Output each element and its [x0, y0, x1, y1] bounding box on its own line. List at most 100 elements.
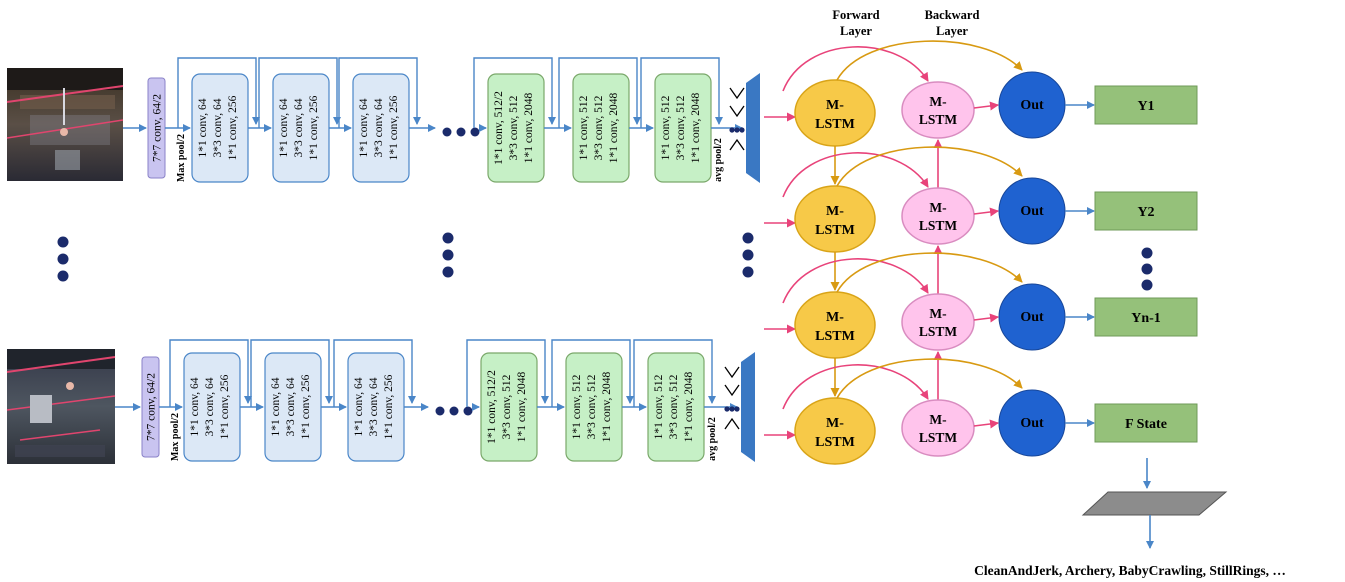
blue-block-line: 3*3 conv, 64: [212, 98, 224, 157]
blue-block-line: 1*1 conv, 256: [388, 95, 400, 160]
backward-mlstm-node: [901, 187, 975, 245]
avg-pool-label: avg pool/2: [707, 417, 718, 461]
backward-to-out-arrow: [973, 207, 999, 217]
blue-block-line: 1*1 conv, 256: [308, 95, 320, 160]
forward-skip-arrow: [782, 46, 929, 92]
forward-mlstm-node: [794, 79, 876, 147]
skip-connection: [250, 339, 333, 407]
forward-skip-arrow: [782, 258, 929, 304]
max-pool-label: Max pool/2: [176, 134, 187, 182]
ellipsis-dot: [729, 406, 735, 412]
green-block-line: 1*1 conv, 512/2: [486, 370, 498, 444]
mlstm-label: M-: [826, 98, 844, 113]
feature-vector: [741, 352, 755, 462]
skip-connection: [633, 339, 716, 407]
green-block-line: 1*1 conv, 512: [653, 374, 665, 439]
ellipsis-dot: [739, 127, 745, 133]
green-block-line: 1*1 conv, 2048: [690, 93, 702, 164]
skip-connection: [473, 57, 556, 128]
blue-block-line: 3*3 conv, 64: [293, 98, 305, 157]
forward-to-out-arrow: [836, 146, 1023, 187]
ellipsis-dot: [442, 127, 452, 137]
blue-block-line: 1*1 conv, 64: [189, 377, 201, 436]
forward-to-out-arrow: [836, 252, 1023, 293]
avg-pool-label: avg pool/2: [713, 138, 724, 182]
green-block-line: 3*3 conv, 512: [501, 374, 513, 439]
ellipsis-outputs: [1141, 247, 1153, 291]
out-label: Out: [1020, 310, 1044, 325]
green-block-line: 3*3 conv, 512: [675, 95, 687, 160]
backward-mlstm-label: M-: [929, 306, 946, 321]
forward-to-out-arrow: [836, 358, 1023, 399]
blue-block-line: 1*1 conv, 64: [358, 98, 370, 157]
blue-block-line: 1*1 conv, 64: [353, 377, 365, 436]
green-block-line: 1*1 conv, 512/2: [493, 91, 505, 165]
backward-mlstm-label: LSTM: [919, 218, 958, 233]
blue-block-line: 1*1 conv, 64: [197, 98, 209, 157]
backward-mlstm-node: [901, 399, 975, 457]
green-block-line: 3*3 conv, 512: [586, 374, 598, 439]
blue-block-line: 3*3 conv, 64: [368, 377, 380, 436]
first-conv-label: 7*7 conv, 64/2: [146, 373, 158, 441]
blue-block-line: 1*1 conv, 256: [300, 374, 312, 439]
chevron-icon: [729, 87, 745, 100]
backward-to-out-arrow: [973, 313, 999, 323]
forward-layer-label-2: Layer: [840, 24, 872, 38]
ellipsis-dot: [734, 406, 740, 412]
ellipsis-dot: [724, 406, 730, 412]
out-label: Out: [1020, 98, 1044, 113]
green-block-line: 3*3 conv, 512: [508, 95, 520, 160]
ellipsis-dot: [456, 127, 466, 137]
ellipsis-dot: [435, 406, 445, 416]
forward-to-out-arrow: [836, 40, 1023, 81]
blue-block-line: 3*3 conv, 64: [285, 377, 297, 436]
skip-connection: [558, 57, 641, 128]
fc-layer: [1081, 491, 1228, 516]
ellipsis-dot: [449, 406, 459, 416]
mlstm-label: M-: [826, 416, 844, 431]
backward-mlstm-label: LSTM: [919, 112, 958, 127]
skip-connection: [640, 57, 723, 128]
first-conv-label: 7*7 conv, 64/2: [152, 94, 164, 162]
chevron-icon: [724, 366, 740, 379]
ellipsis-features: [742, 232, 754, 278]
output-box: [1094, 297, 1198, 337]
mlstm-label: LSTM: [815, 329, 855, 344]
ellipsis-dot: [463, 406, 473, 416]
forward-skip-arrow: [782, 152, 929, 198]
green-block-line: 3*3 conv, 512: [593, 95, 605, 160]
green-block-line: 1*1 conv, 2048: [683, 372, 695, 443]
backward-mlstm-node: [901, 293, 975, 351]
green-block-line: 1*1 conv, 512: [571, 374, 583, 439]
video-frame-top: [6, 68, 124, 181]
backward-mlstm-node: [901, 81, 975, 139]
max-pool-label: Max pool/2: [170, 413, 181, 461]
output-box: [1094, 403, 1198, 443]
blue-block-line: 3*3 conv, 64: [204, 377, 216, 436]
green-block-line: 1*1 conv, 512: [578, 95, 590, 160]
green-block-line: 1*1 conv, 2048: [608, 93, 620, 164]
blue-block-line: 1*1 conv, 64: [278, 98, 290, 157]
mlstm-label: LSTM: [815, 223, 855, 238]
green-block-line: 1*1 conv, 512: [660, 95, 672, 160]
green-block-line: 1*1 conv, 2048: [523, 93, 535, 164]
green-block-line: 1*1 conv, 2048: [516, 372, 528, 443]
out-label: Out: [1020, 204, 1044, 219]
ellipsis-dot: [470, 127, 480, 137]
skip-connection: [177, 57, 260, 128]
blue-block-line: 1*1 conv, 256: [383, 374, 395, 439]
backward-mlstm-label: LSTM: [919, 430, 958, 445]
backward-mlstm-label: LSTM: [919, 324, 958, 339]
backward-mlstm-label: M-: [929, 94, 946, 109]
skip-connection: [258, 57, 341, 128]
backward-layer-label: Backward: [925, 8, 980, 22]
ellipsis-dot: [729, 127, 735, 133]
skip-connection: [551, 339, 634, 407]
forward-layer-label: Forward: [832, 8, 879, 22]
